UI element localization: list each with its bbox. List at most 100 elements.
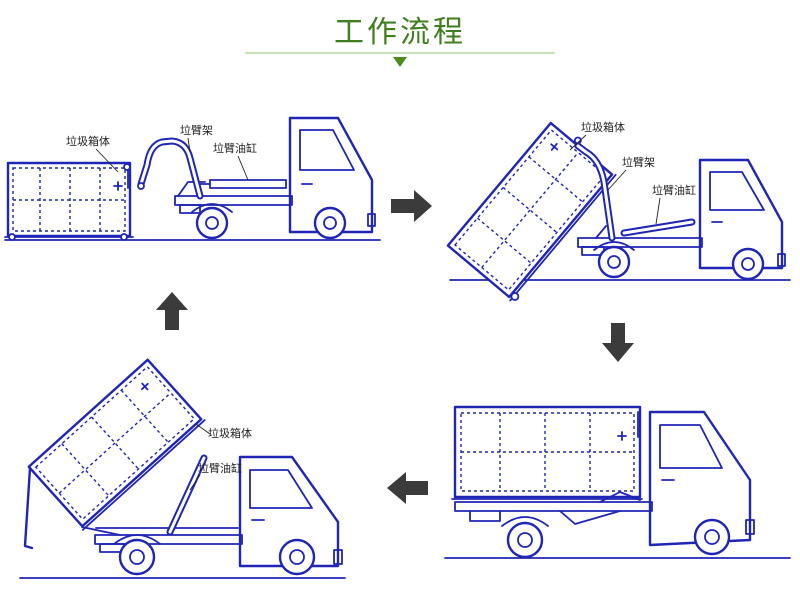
arrow-down-icon [602,323,634,362]
rear-wheel [195,206,229,240]
bin-ribs [13,168,125,231]
garbage-bin [27,358,206,531]
label-arm-frame: 垃臂架 [180,123,213,137]
rear-wheel-hub [129,549,145,565]
bin-mark-icon [550,142,559,151]
cab-window [249,469,313,509]
arm-frame [137,137,204,200]
stage-1: 垃圾箱体 垃臂架 垃臂油缸 [4,116,381,241]
truck [454,410,755,559]
arrow-left-icon [387,472,428,504]
stage-3 [444,405,791,559]
truck-cab [698,158,784,270]
arm-cylinder-inner [622,220,694,235]
front-wheel [693,518,731,556]
bin-mark-icon [113,181,123,191]
arm-cylinder [209,179,287,189]
leader-line [655,197,661,225]
leader-line [569,134,587,151]
truck [137,116,376,240]
rear-wheel-hub [607,255,621,269]
bin-ribs [477,152,583,268]
arm-frame [81,526,239,536]
arrow-up-icon [156,292,188,330]
bin-ribs [461,413,634,491]
garbage-bin [446,121,617,302]
rear-wheel [597,245,631,279]
label-arm-frame: 垃臂架 [622,155,655,169]
bumper [367,213,376,227]
arm-cylinder-inner [168,456,206,534]
bin-body [6,161,132,238]
front-wheel [278,538,316,576]
bin-base-rail [81,419,206,531]
rear-fender [501,516,549,527]
leader-line [607,169,627,191]
leader-line [195,423,211,435]
front-wheel-hub [323,216,337,230]
garbage-bin [451,405,643,500]
truck [574,142,786,281]
arm-frame-inner [576,144,614,240]
truck-cab [648,410,752,547]
front-wheel-hub [741,257,755,271]
front-wheel [313,206,347,240]
bin-roller [120,233,128,241]
sub-frame [179,204,201,214]
leader-line [189,474,201,491]
cab-window [709,171,765,211]
rear-wheel-hub [517,532,533,548]
label-garbage-bin: 垃圾箱体 [208,426,252,440]
rear-fender [593,241,635,251]
label-garbage-bin: 垃圾箱体 [66,134,110,148]
bin-ribs [58,389,172,497]
arm-mount [595,225,607,239]
tailgate [23,466,34,550]
stage-2: 垃圾箱体 垃臂架 垃臂油缸 [446,120,791,302]
rear-wheel-hub [205,216,219,230]
label-garbage-bin: 垃圾箱体 [581,120,625,134]
rear-wheel [506,521,544,559]
chassis [454,501,653,512]
bin-hook-ring [573,136,582,145]
arrow-right-icon [391,190,432,222]
bin-hook-ring [123,163,131,171]
bin-base-rail [509,173,617,302]
rear-fender [113,534,161,545]
front-wheel [731,247,765,281]
bumper [745,519,755,535]
stage-4: 垃圾箱体 垃臂油缸 [19,358,346,579]
truck-cab [238,455,340,568]
rear-wheel [118,538,156,576]
bin-roller [510,292,520,301]
cab-window [299,129,355,171]
bin-roller [8,233,16,241]
leader-line [187,137,191,153]
bin-mark-icon [140,382,149,391]
rear-fender [191,203,233,213]
front-wheel-hub [704,529,720,545]
truck-cab [288,116,374,234]
bumper [777,253,786,267]
chassis [577,237,703,248]
arm-frame-folded [599,491,641,503]
arm-hook [137,182,145,190]
bumper [333,549,343,565]
label-arm-cylinder: 垃臂油缸 [198,461,242,475]
leader-line [237,155,249,181]
label-arm-cylinder: 垃臂油缸 [652,183,696,197]
bin-mark-icon [617,431,627,441]
bin-body [453,405,642,499]
chassis [174,195,293,206]
arm-frame-inner [139,139,202,198]
front-wheel-hub [289,549,305,565]
garbage-bin [4,161,134,241]
sub-frame [469,510,621,525]
cab-window [659,424,723,469]
leader-line [95,148,119,173]
truck [81,454,343,576]
page-title: 工作流程 [334,15,466,50]
title-marker-icon [393,57,407,67]
label-arm-cylinder: 垃臂油缸 [213,141,257,155]
